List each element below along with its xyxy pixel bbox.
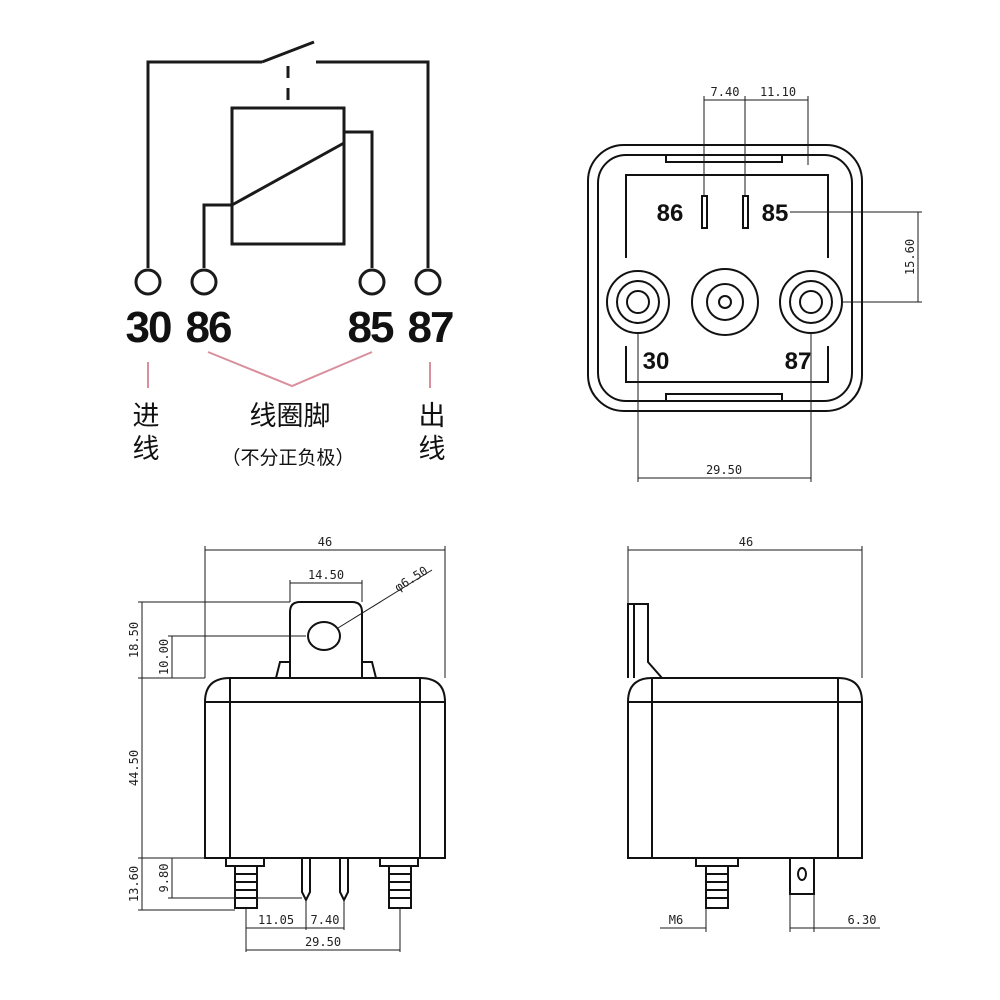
- top-view-lower-outline: [625, 346, 829, 383]
- center-boss-mid: [706, 283, 744, 321]
- coil-wire-86: [202, 203, 232, 268]
- top-tab: [665, 155, 783, 163]
- terminal-base-left: [225, 857, 265, 867]
- terminal-85-circle: [358, 268, 386, 296]
- dim-hole-diameter: φ6.50: [392, 564, 430, 595]
- dim-hole-offset: 10.00: [157, 639, 171, 675]
- top-view-step-outline: [625, 174, 829, 258]
- stud-thread-right-ridges: [389, 873, 411, 899]
- center-boss-outer: [691, 268, 759, 336]
- switch-contact: [261, 40, 315, 64]
- coil-diagonal: [231, 141, 345, 207]
- bottom-tab: [665, 393, 783, 401]
- dim-height-15-60: 15.60: [903, 239, 917, 275]
- top-view-label-87: 87: [785, 348, 812, 375]
- switch-wire-left: [146, 60, 262, 268]
- side-dim-width-46: 46: [739, 535, 753, 549]
- bracket-foot-right: [362, 661, 377, 679]
- side-body-outline: [627, 677, 863, 859]
- spade-86-slot: [701, 195, 708, 229]
- top-view-label-30: 30: [643, 348, 670, 375]
- side-spade-hole: [797, 867, 807, 881]
- bracket-foot-left: [275, 661, 290, 679]
- wiring-schematic: 30 86 85 87 进 线 线圈脚 （不分正负极） 出 线: [126, 40, 455, 469]
- dim-offset-right: 7.40: [311, 913, 340, 927]
- stud-30-mid: [616, 280, 660, 324]
- switch-wire-right: [316, 60, 430, 268]
- input-line-label-1: 进: [133, 401, 160, 432]
- dim-stud-length: 13.60: [127, 866, 141, 902]
- stud-87-mid: [789, 280, 833, 324]
- mounting-hole: [307, 621, 341, 651]
- dim-coil-pin-left: 7.40: [711, 85, 740, 99]
- input-line-label-2: 线: [133, 434, 160, 465]
- output-line-label-2: 线: [419, 434, 446, 465]
- dim-spade-length: 9.80: [157, 864, 171, 893]
- terminal-30-circle: [134, 268, 162, 296]
- top-view-inner-rim: [597, 154, 853, 402]
- spade-terminal-85: [339, 858, 349, 903]
- side-dim-spade-width: 6.30: [848, 913, 877, 927]
- pin-label-85: 85: [348, 303, 394, 352]
- terminal-87-circle: [414, 268, 442, 296]
- side-stud-thread-ridges: [706, 873, 728, 899]
- top-view-label-86: 86: [657, 200, 684, 227]
- dim-bracket-height: 18.50: [127, 622, 141, 658]
- terminal-base-right: [379, 857, 419, 867]
- dim-body-height: 44.50: [127, 750, 141, 786]
- side-spade-terminal: [789, 857, 815, 895]
- stud-30-inner: [626, 290, 650, 314]
- pin-label-86: 86: [186, 303, 231, 352]
- pin-label-87: 87: [408, 303, 453, 352]
- dim-offset-left: 11.05: [258, 913, 294, 927]
- top-view: 86 85 30 87 7.40 11.10 15.60 29.50: [587, 85, 922, 482]
- side-terminal-base: [695, 857, 739, 867]
- coil-pins-label: 线圈脚: [250, 401, 331, 432]
- top-view-outer-body: [587, 144, 863, 412]
- spade-85-slot: [742, 195, 749, 229]
- output-line-label-1: 出: [419, 401, 446, 432]
- side-bracket: [627, 603, 663, 679]
- stud-thread-right: [388, 865, 412, 909]
- front-body-outline: [204, 677, 446, 859]
- terminal-86-circle: [190, 268, 218, 296]
- stud-thread-left-ridges: [235, 873, 257, 899]
- spade-terminal-86: [301, 858, 311, 903]
- pin-label-30: 30: [126, 303, 171, 352]
- side-dim-thread-m6: M6: [669, 913, 683, 927]
- dim-bracket-width: 14.50: [308, 568, 344, 582]
- side-stud-thread: [705, 865, 729, 909]
- front-view: 46 14.50 φ6.50 18.50 10.00 44.50 13.60 9…: [127, 535, 446, 952]
- dim-coil-pin-right: 11.10: [760, 85, 796, 99]
- stud-87-inner: [799, 290, 823, 314]
- coil-wire-85: [344, 130, 374, 268]
- dim-width-46: 46: [318, 535, 332, 549]
- stud-thread-left: [234, 865, 258, 909]
- coil-bracket-line: [207, 351, 373, 388]
- mounting-bracket: [289, 601, 363, 678]
- side-view: 46 M6 6.30: [627, 535, 880, 932]
- dim-leader-hole: [337, 569, 433, 629]
- coil-box: [230, 106, 346, 246]
- center-boss-inner: [718, 295, 732, 309]
- dim-terminal-spacing: 29.50: [706, 463, 742, 477]
- top-view-label-85: 85: [762, 200, 789, 227]
- dim-terminal-spacing-front: 29.50: [305, 935, 341, 949]
- coil-polarity-note: （不分正负极）: [221, 447, 354, 469]
